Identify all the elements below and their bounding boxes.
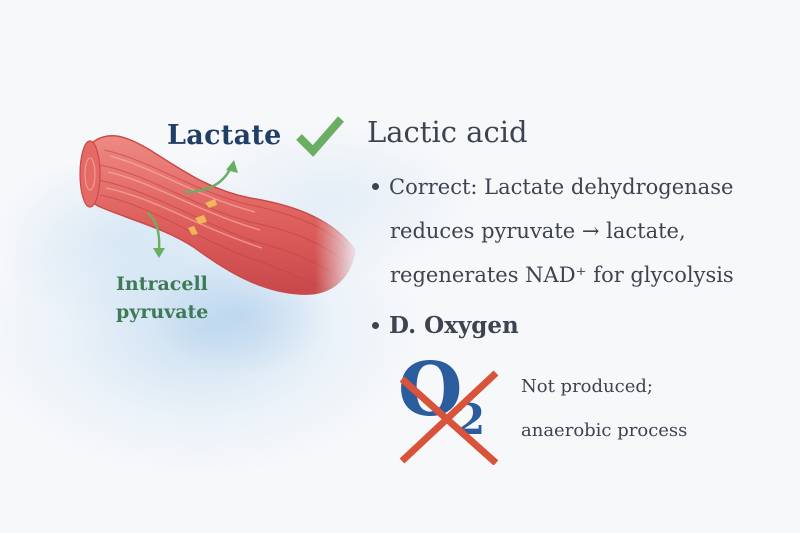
cross-icon	[399, 370, 499, 465]
answer-title: Lactic acid	[367, 115, 528, 149]
intracell-pyruvate-label: Intracell pyruvate	[116, 273, 209, 323]
oxygen-crossed-out: O 2	[396, 347, 506, 465]
answer-explanation: Correct: Lactate dehydrogenase reduces p…	[372, 165, 734, 297]
distractor-heading: D. Oxygen	[372, 304, 519, 348]
oxygen-note: Not produced; anaerobic process	[521, 376, 688, 441]
bullet-icon	[372, 321, 379, 329]
bullet-icon	[372, 183, 379, 190]
muscle-fiber-illustration	[79, 134, 356, 295]
check-icon	[296, 116, 345, 157]
lactate-label: Lactate	[167, 120, 282, 151]
